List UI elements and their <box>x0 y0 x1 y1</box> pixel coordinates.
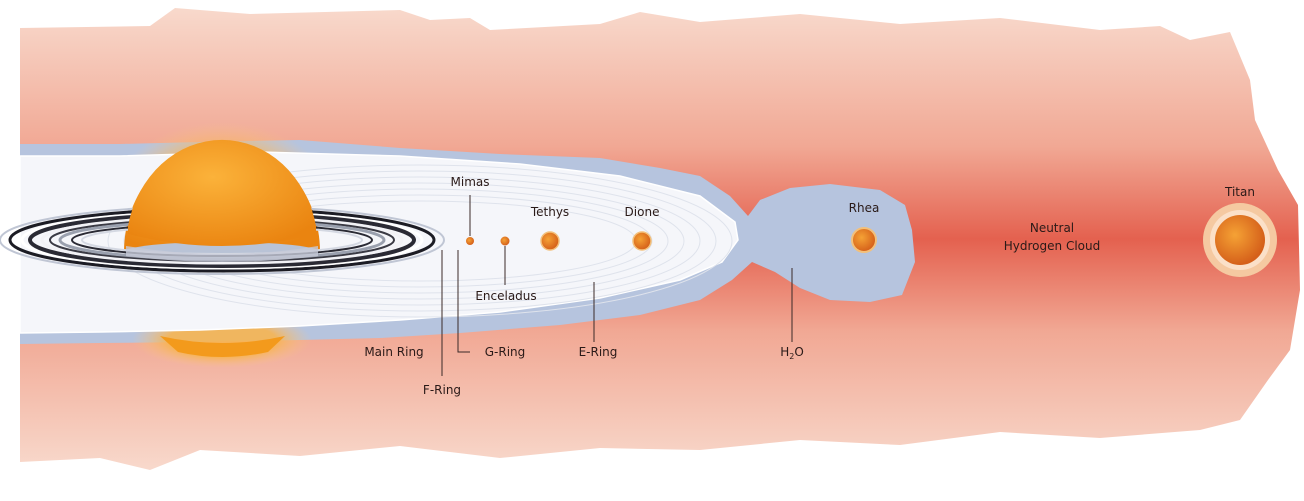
enceladus-label: Enceladus <box>475 289 536 303</box>
tethys-label: Tethys <box>530 205 569 219</box>
dione-moon <box>632 231 652 251</box>
titan-moon <box>1215 215 1265 265</box>
g-ring-label: G-Ring <box>485 345 526 359</box>
mimas-label: Mimas <box>451 175 490 189</box>
tethys-moon <box>540 231 560 251</box>
h2o-label: H2O <box>780 345 804 361</box>
rhea-moon <box>851 227 877 253</box>
enceladus-moon <box>500 236 510 246</box>
leader-lines <box>441 195 793 376</box>
e-ring-label: E-Ring <box>579 345 618 359</box>
main-ring-label: Main Ring <box>364 345 423 359</box>
f-ring-label: F-Ring <box>423 383 461 397</box>
rhea-label: Rhea <box>849 201 880 215</box>
planet-ring-shadow <box>126 246 318 262</box>
saturn-planet-front <box>128 139 316 246</box>
mimas-moon <box>466 237 474 245</box>
neutral-cloud-label-line2: Hydrogen Cloud <box>1004 239 1100 253</box>
neutral-cloud-label-line1: Neutral <box>1030 221 1074 235</box>
planet-lower-cap <box>160 336 285 357</box>
dione-label: Dione <box>625 205 660 219</box>
titan-label: Titan <box>1224 185 1255 199</box>
